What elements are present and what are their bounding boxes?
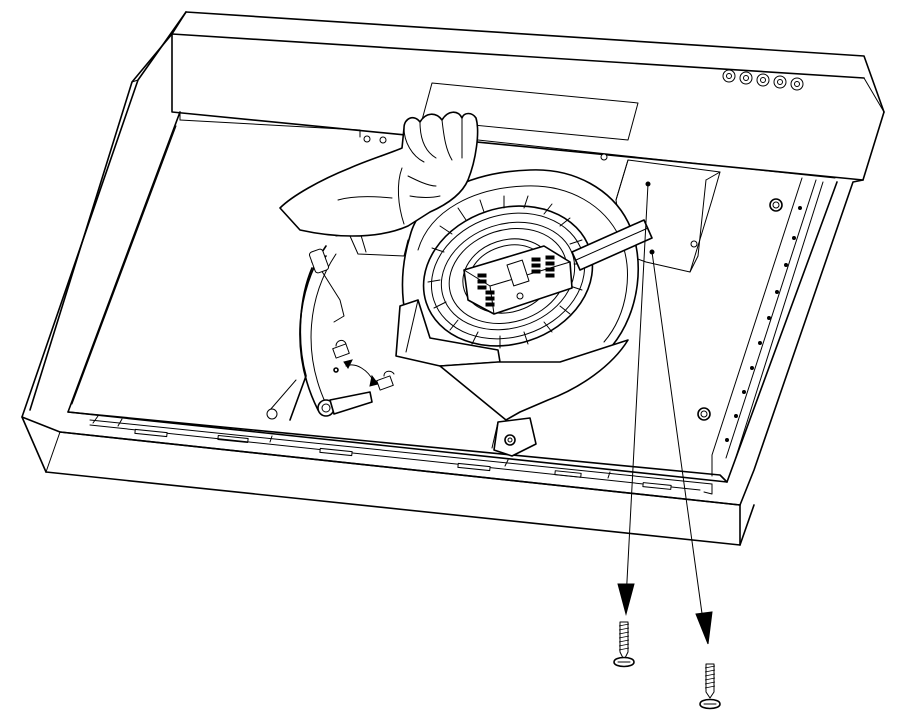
right-side-rail [697,177,824,477]
screw-guide-right [651,251,713,645]
bottom-mounting-bracket [363,135,537,457]
arrow-down-icon [617,583,635,616]
lock-icon [332,339,350,359]
hood-outer-shell [21,11,885,546]
screw-guide-left [617,183,649,616]
hood-interior-opening [67,111,838,495]
motor-bracket-box [600,153,721,273]
blower-housing [395,169,653,421]
screw-icon [613,621,635,668]
hand-icon [279,111,479,237]
arrow-down-icon [695,611,713,645]
rail-holes [725,206,802,442]
unlock-icon [376,370,395,391]
control-panel [421,69,804,141]
connector-vents [477,255,555,307]
control-buttons [722,69,804,91]
damper-assembly [266,231,409,421]
blower-wheel-blades [427,195,587,349]
screw-icon [699,663,721,710]
